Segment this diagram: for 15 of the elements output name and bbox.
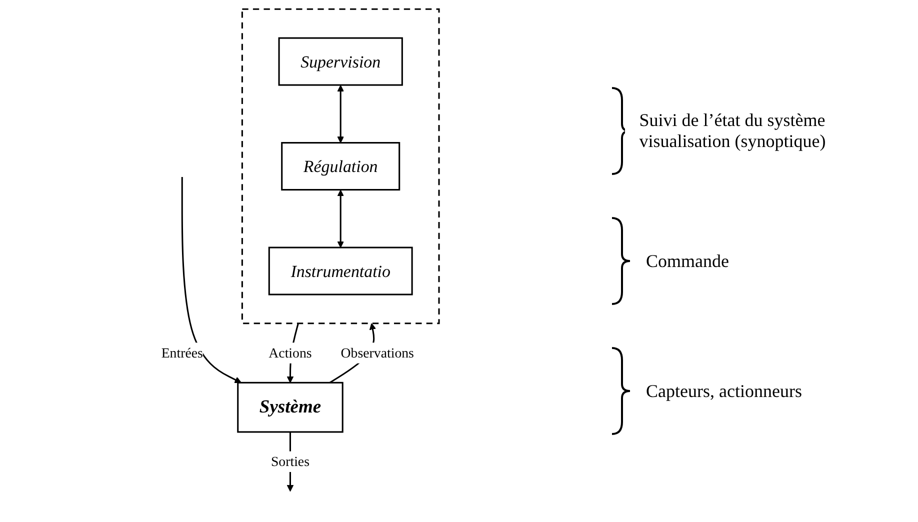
node-box: Régulation <box>281 142 400 191</box>
node-box: Système <box>237 382 344 433</box>
annotation-text: Capteurs, actionneurs <box>646 380 802 402</box>
arrow <box>337 190 344 248</box>
edge-label: Sorties <box>271 454 310 469</box>
edge-label: Observations <box>341 344 414 360</box>
node-box: Instrumentatio <box>268 246 414 296</box>
annotation-text: Commande <box>646 250 729 272</box>
node-box: Supervision <box>278 37 404 86</box>
annotation-text: Suivi de l’état du système visualisation (synoptique) <box>639 110 827 152</box>
arrow <box>182 177 242 383</box>
cluster <box>242 8 440 324</box>
arrow <box>337 85 344 144</box>
edge-label: Entrées <box>162 344 204 360</box>
edge-label: Actions <box>268 344 312 360</box>
